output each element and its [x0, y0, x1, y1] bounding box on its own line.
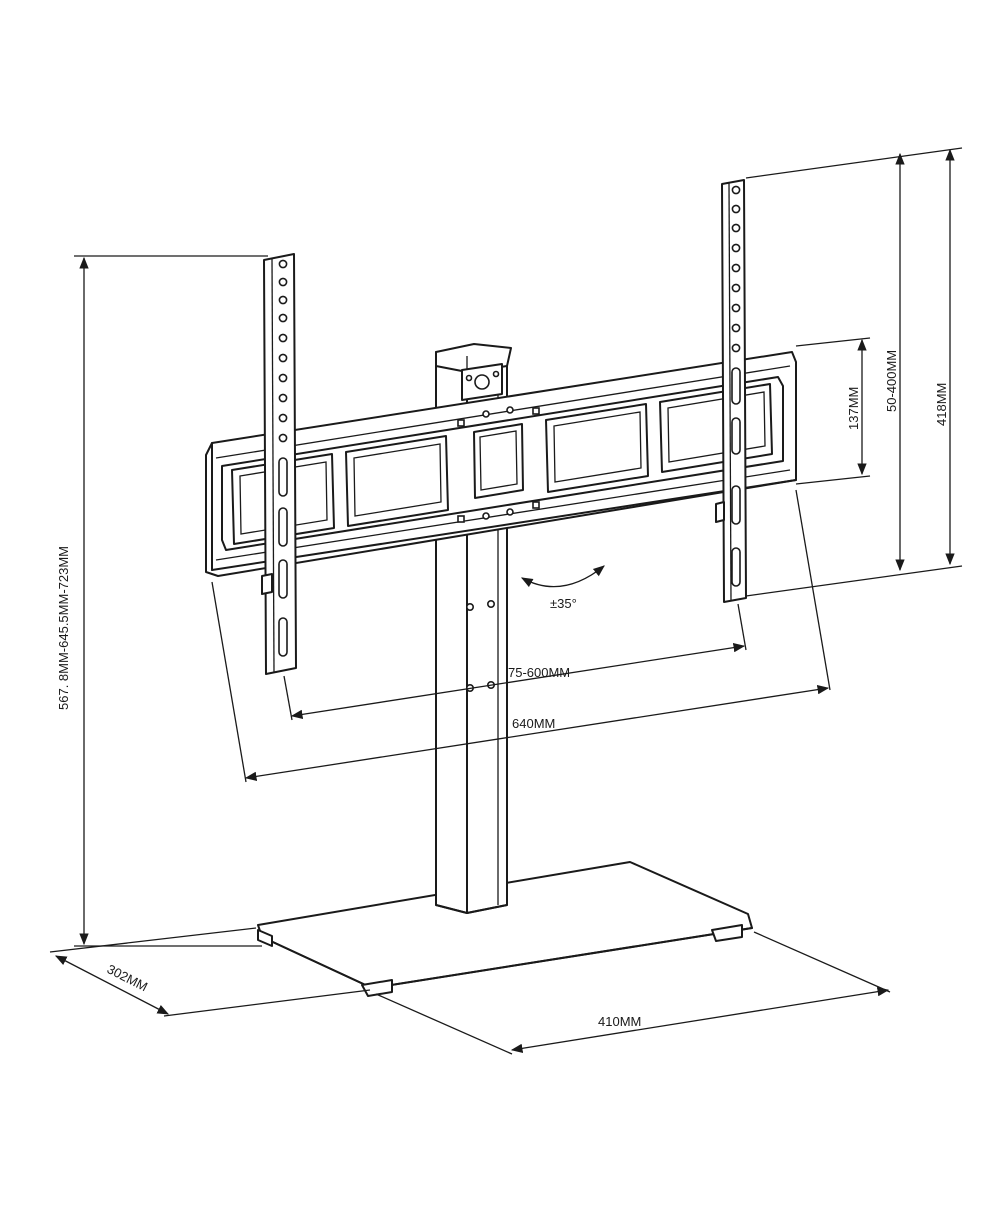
tilt-knob — [474, 374, 490, 390]
dimension-labels: 567. 8MM-645.5MM-723MM 418MM 50-400MM 13… — [56, 350, 949, 1029]
plate-cutout — [545, 403, 649, 493]
label-vesa-horizontal: 75-600MM — [508, 665, 570, 680]
plate-cutout — [473, 423, 524, 499]
label-bracket-width: 640MM — [512, 716, 555, 731]
label-height-range: 567. 8MM-645.5MM-723MM — [56, 546, 71, 710]
curved-double-arrow-icon — [520, 565, 605, 588]
right-vesa-arm — [715, 179, 747, 603]
height-hole — [486, 599, 495, 608]
height-hole — [465, 602, 474, 611]
base-plate — [257, 861, 753, 997]
label-rail-gap: 137MM — [846, 387, 861, 430]
arm-holes — [731, 185, 741, 587]
dimension-lines — [49, 147, 963, 1055]
arm-holes — [278, 259, 288, 657]
label-base-depth: 302MM — [105, 961, 150, 994]
label-vesa-vertical: 50-400MM — [884, 350, 899, 412]
left-vesa-arm — [261, 253, 297, 675]
label-tilt: ±35° — [550, 596, 577, 611]
label-base-width: 410MM — [598, 1014, 641, 1029]
plate-cutout — [345, 435, 449, 527]
base-foot — [257, 929, 273, 947]
label-bracket-height: 418MM — [934, 383, 949, 426]
base-foot — [361, 979, 393, 997]
base-foot — [711, 924, 743, 942]
